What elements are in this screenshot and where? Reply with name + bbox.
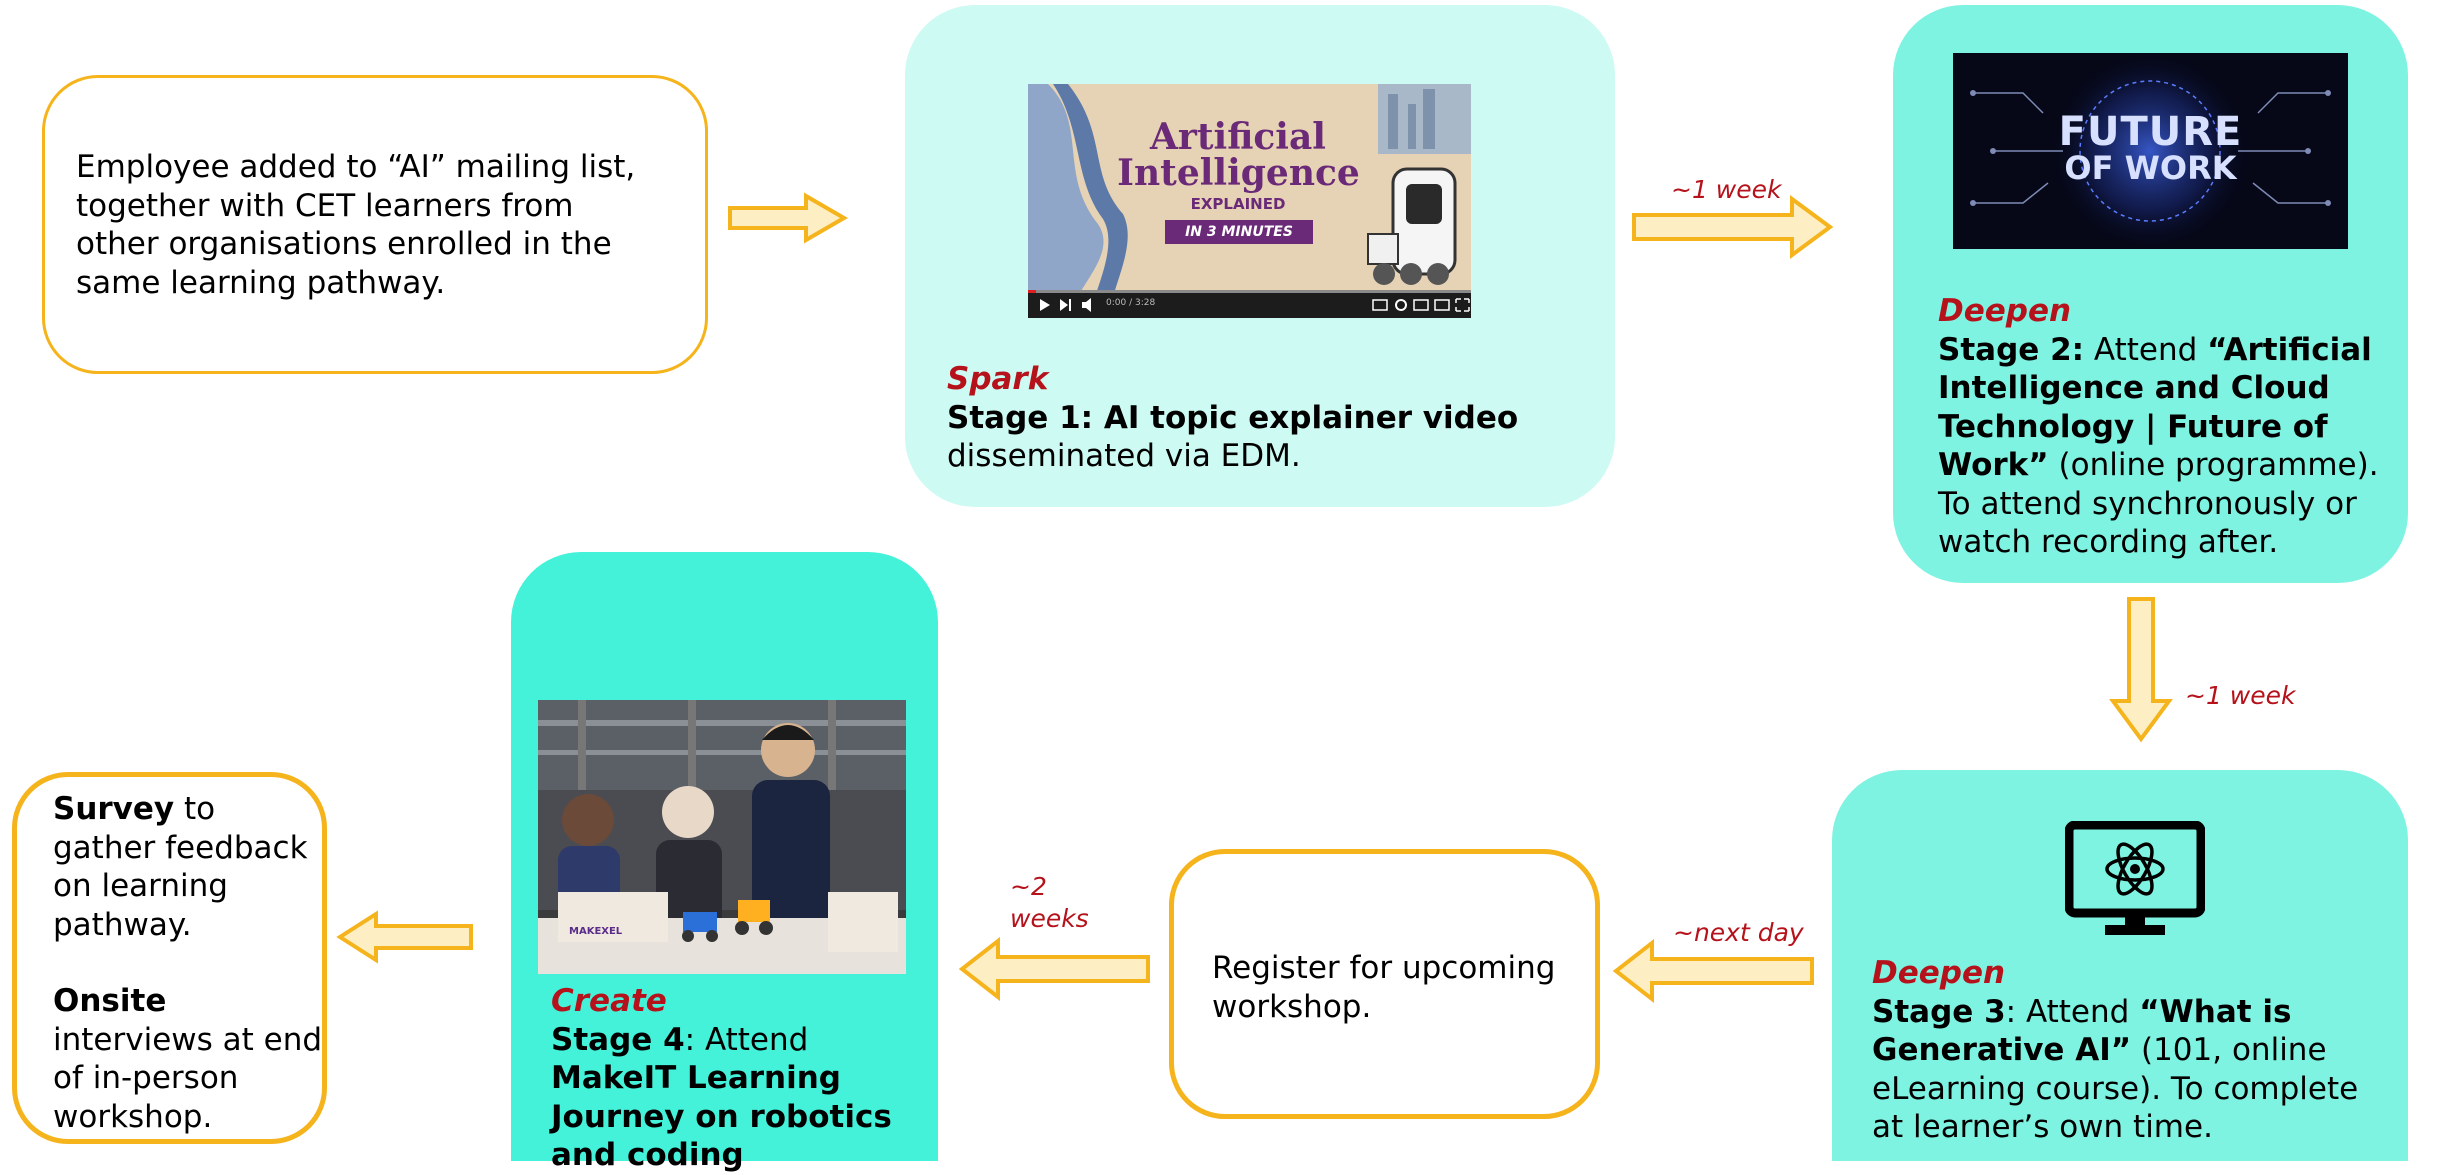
stage2-title: “Artificial Intelligence and Cloud Techn…: [1938, 331, 2372, 484]
register-text: Register for upcoming workshop.: [1212, 950, 1556, 1025]
stage3-node: Deepen Stage 3: Attend “What is Generati…: [1832, 770, 2408, 1161]
stage1-video-title-2: Intelligence: [1117, 152, 1360, 194]
stage1-video-title-4: IN 3 MINUTES: [1165, 220, 1313, 244]
survey-text: Survey to gather feedback on learning pa…: [53, 790, 323, 1136]
stage1-video-illustration: [1028, 84, 1471, 318]
edge-label-stage1-stage2: ~1 week: [1671, 175, 1782, 204]
volume-icon[interactable]: [1082, 298, 1091, 312]
stage1-video-time: 0:00 / 3:28: [1106, 298, 1156, 308]
stage2-desc: (online programme). To attend synchronou…: [1938, 447, 2379, 560]
stage1-node: Artificial Intelligence EXPLAINED IN 3 M…: [905, 5, 1615, 507]
arrow-stage4-to-survey: [336, 910, 473, 964]
stage1-title: Stage 1: AI topic explainer video: [947, 399, 1519, 436]
survey-node: Survey to gather feedback on learning pa…: [12, 772, 327, 1144]
stage1-video-thumbnail: Artificial Intelligence EXPLAINED IN 3 M…: [1028, 84, 1471, 318]
survey-text-2: interviews at end of in-person workshop.: [53, 1021, 323, 1135]
stage4-photo-banner: MAKEXEL: [569, 926, 623, 937]
stage1-video-title-3: EXPLAINED: [1190, 195, 1286, 213]
arrow-stage2-to-stage3: [2109, 597, 2173, 743]
stage3-body: Stage 3: Attend “What is Generative AI” …: [1872, 993, 2382, 1147]
stage2-node: FUTURE OF WORK Deepen Stage 2: Attend “A…: [1893, 5, 2408, 583]
stage3-verb: : Attend: [2005, 993, 2140, 1030]
stage4-robotics-photo: [538, 700, 906, 974]
start-node: Employee added to “AI” mailing list, tog…: [42, 75, 708, 374]
stage1-text: Spark Stage 1: AI topic explainer video …: [947, 360, 1567, 476]
stage2-circuit-illustration: [1970, 53, 2331, 249]
stage4-text: Create Stage 4: Attend MakeIT Learning J…: [551, 982, 931, 1175]
stage2-image-line2: OF WORK: [2064, 149, 2237, 187]
stage2-body: Stage 2: Attend “Artificial Intelligence…: [1938, 331, 2383, 562]
arrow-stage1-to-stage2: [1632, 195, 1834, 259]
stage4-body: Stage 4: Attend MakeIT Learning Journey …: [551, 1021, 931, 1175]
arrow-start-to-stage1: [728, 192, 848, 244]
survey-para-2: Onsite interviews at end of in-person wo…: [53, 982, 323, 1136]
stage3-text: Deepen Stage 3: Attend “What is Generati…: [1872, 954, 2382, 1147]
theater-icon[interactable]: [1434, 299, 1450, 311]
stage4-verb: : Attend: [684, 1021, 809, 1058]
stage2-verb: Attend: [2084, 331, 2208, 368]
stage2-prefix: Stage 2:: [1938, 331, 2085, 368]
stage4-title: MakeIT Learning Journey on robotics and …: [551, 1060, 892, 1173]
register-node: Register for upcoming workshop.: [1169, 849, 1600, 1119]
settings-icon[interactable]: [1395, 299, 1407, 311]
stage2-tag: Deepen: [1938, 293, 2072, 329]
fullscreen-icon[interactable]: [1455, 298, 1470, 312]
stage2-thumbnail: FUTURE OF WORK: [1953, 53, 2348, 249]
next-icon[interactable]: [1060, 299, 1068, 311]
stage4-node: MAKEXEL Create Stage 4: Attend MakeIT Le…: [511, 552, 938, 1173]
edge-label-stage3-register: ~next day: [1673, 918, 1804, 947]
stage3-desc: (101, online eLearning course). To compl…: [1872, 1032, 2359, 1145]
stage2-text: Deepen Stage 2: Attend “Artificial Intel…: [1938, 292, 2383, 562]
edge-label-register-stage4: ~2 weeks: [1010, 872, 1089, 933]
stage3-title: “What is Generative AI”: [1872, 993, 2292, 1069]
survey-bold-1: Survey: [53, 791, 175, 827]
stage4-photo: MAKEXEL: [538, 700, 906, 974]
stage1-video-title-1: Artificial: [1150, 116, 1326, 158]
stage4-prefix: Stage 4: [551, 1021, 685, 1058]
stage2-image-line1: FUTURE: [2058, 109, 2243, 155]
stage3-tag: Deepen: [1872, 955, 2006, 991]
monitor-atom-icon: [2065, 821, 2205, 935]
stage1-desc: disseminated via EDM.: [947, 438, 1301, 474]
play-icon[interactable]: [1040, 299, 1050, 311]
arrow-stage3-to-register: [1612, 938, 1814, 1004]
miniplayer-icon[interactable]: [1413, 299, 1429, 311]
edge-label-stage2-stage3: ~1 week: [2185, 681, 2296, 710]
stage3-prefix: Stage 3: [1872, 993, 2006, 1030]
survey-text-1: to gather feedback on learning pathway.: [53, 791, 308, 943]
start-node-text: Employee added to “AI” mailing list, tog…: [76, 149, 636, 301]
stage4-tag: Create: [551, 983, 667, 1019]
stage1-tag: Spark: [947, 361, 1049, 397]
survey-bold-2: Onsite: [53, 983, 167, 1019]
cc-icon[interactable]: [1372, 299, 1388, 311]
arrow-register-to-stage4: [958, 936, 1150, 1002]
survey-para-1: Survey to gather feedback on learning pa…: [53, 790, 323, 944]
